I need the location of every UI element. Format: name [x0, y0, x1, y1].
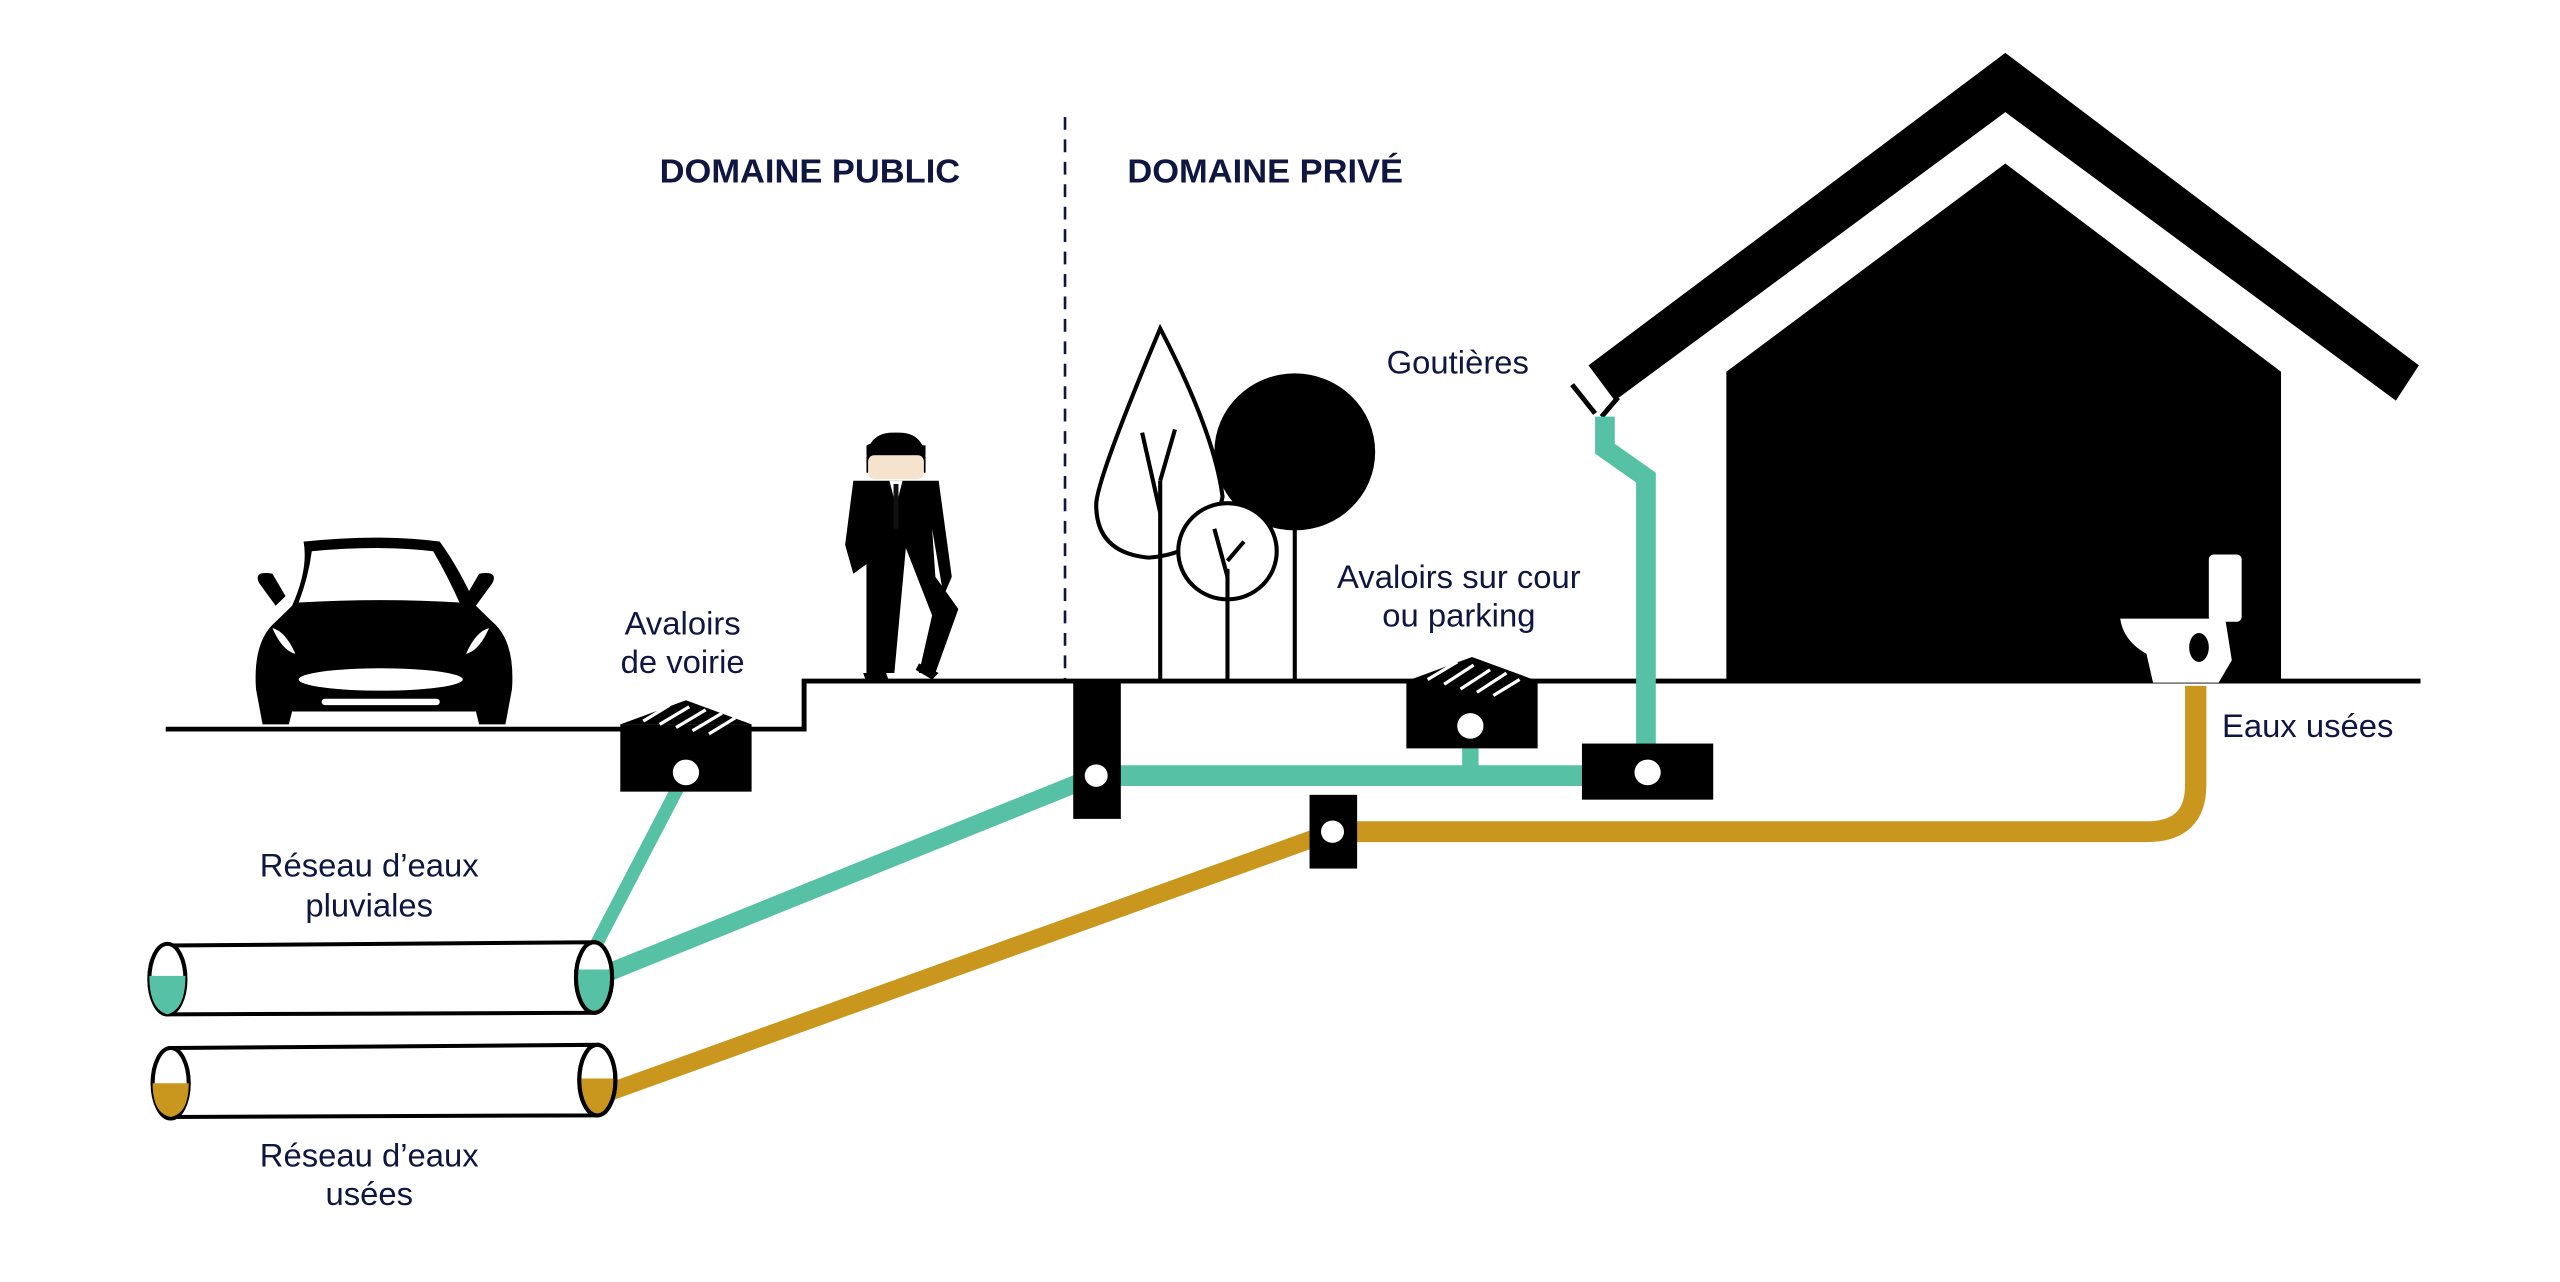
- label-sewer-network-2: usées: [325, 1176, 413, 1212]
- header-public-domain: DOMAINE PUBLIC: [660, 153, 960, 191]
- manhole-icon: [1073, 681, 1121, 819]
- label-gutters: Goutières: [1387, 345, 1529, 381]
- pipe-icon: [147, 940, 615, 1017]
- manhole-icon: [1309, 794, 1358, 869]
- label-road-drains-1: Avaloirs: [625, 606, 741, 642]
- waste-pipes: [604, 685, 2207, 1102]
- tree-icon: [1176, 501, 1279, 682]
- label-storm-network-2: pluviales: [305, 888, 433, 924]
- tree-icon: [1214, 373, 1376, 682]
- car-icon: [255, 537, 513, 725]
- gutter-icon: [1570, 383, 1656, 754]
- label-sewer-network-1: Réseau d’eaux: [260, 1138, 479, 1174]
- drain-grate-icon: [620, 700, 752, 792]
- manhole-icon: [1581, 743, 1714, 800]
- header-private-domain: DOMAINE PRIVÉ: [1127, 153, 1403, 191]
- house-icon: [1588, 52, 2419, 682]
- pipe-icon: [150, 1042, 618, 1121]
- ground-line: [165, 678, 2421, 732]
- person-icon: [845, 432, 959, 683]
- label-road-drains-2: de voirie: [621, 644, 745, 680]
- label-storm-network-1: Réseau d’eaux: [260, 848, 479, 884]
- label-yard-drains-1: Avaloirs sur cour: [1337, 559, 1581, 595]
- toilet-icon: [2120, 554, 2242, 683]
- tree-icon: [1094, 323, 1225, 682]
- label-wastewater: Eaux usées: [2222, 708, 2393, 744]
- drain-grate-icon: [1406, 657, 1538, 749]
- label-yard-drains-2: ou parking: [1382, 598, 1535, 634]
